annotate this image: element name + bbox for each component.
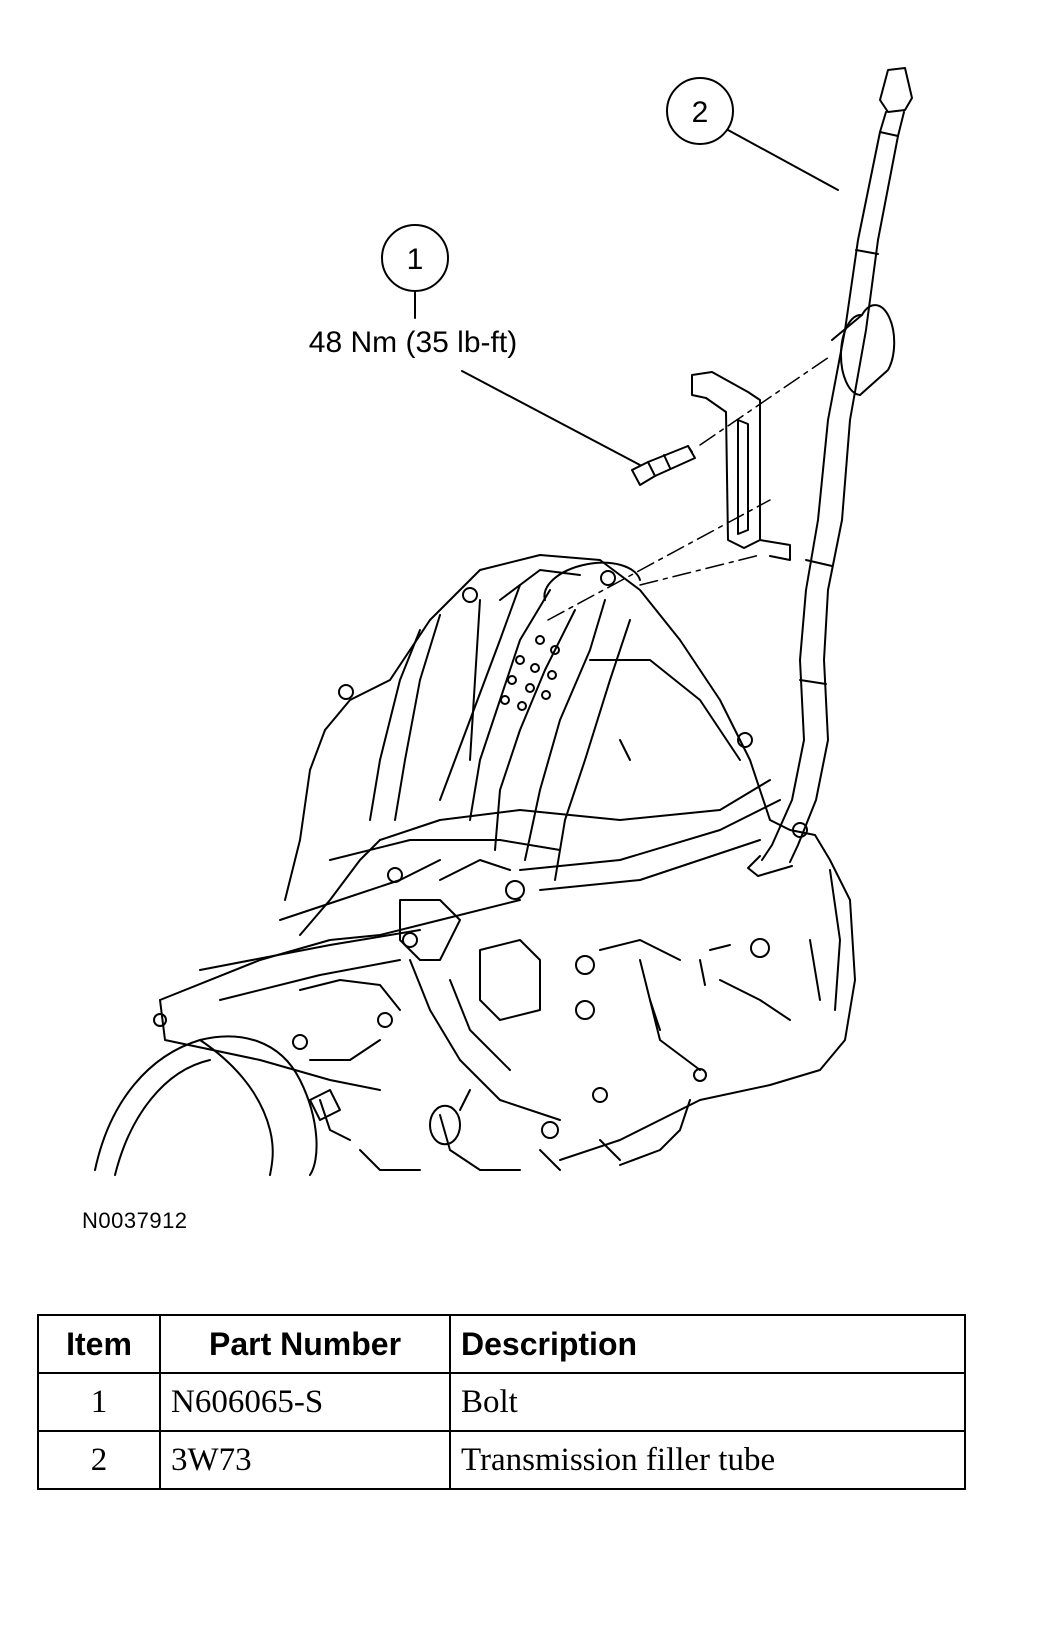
callout-1-number: 1 <box>407 243 424 276</box>
figure-id: N0037912 <box>82 1208 188 1233</box>
header-part-number: Part Number <box>159 1314 451 1374</box>
transmission-diagram: 1 48 Nm (35 lb-ft) 2 <box>94 67 913 1176</box>
callout-1 <box>381 224 641 466</box>
parts-table: Item Part Number Description 1 N606065-S… <box>37 1314 966 1490</box>
row-description: Transmission filler tube <box>449 1430 966 1490</box>
tube-bracket <box>691 371 791 561</box>
header-description: Description <box>449 1314 966 1374</box>
callout-2 <box>666 77 839 191</box>
bolt <box>631 445 696 486</box>
housing-bolts <box>153 570 808 1139</box>
callout-1-torque: 48 Nm (35 lb-ft) <box>309 326 517 359</box>
vent-holes <box>500 635 560 711</box>
table-row: 1 N606065-S Bolt <box>37 1372 966 1432</box>
background-cylinder <box>831 304 896 396</box>
case-details <box>459 739 841 1171</box>
row-part-number: 3W73 <box>159 1430 451 1490</box>
torque-converter <box>94 1035 318 1176</box>
table-header-row: Item Part Number Description <box>37 1314 966 1374</box>
bell-housing <box>284 554 856 1161</box>
front-case <box>159 839 701 1171</box>
row-part-number: N606065-S <box>159 1372 451 1432</box>
callout-2-number: 2 <box>692 96 709 129</box>
filler-tube <box>747 67 913 877</box>
row-item: 1 <box>37 1372 161 1432</box>
table-row: 2 3W73 Transmission filler tube <box>37 1430 966 1490</box>
header-item: Item <box>37 1314 161 1374</box>
row-item: 2 <box>37 1430 161 1490</box>
alignment-lines <box>547 354 833 621</box>
row-description: Bolt <box>449 1372 966 1432</box>
